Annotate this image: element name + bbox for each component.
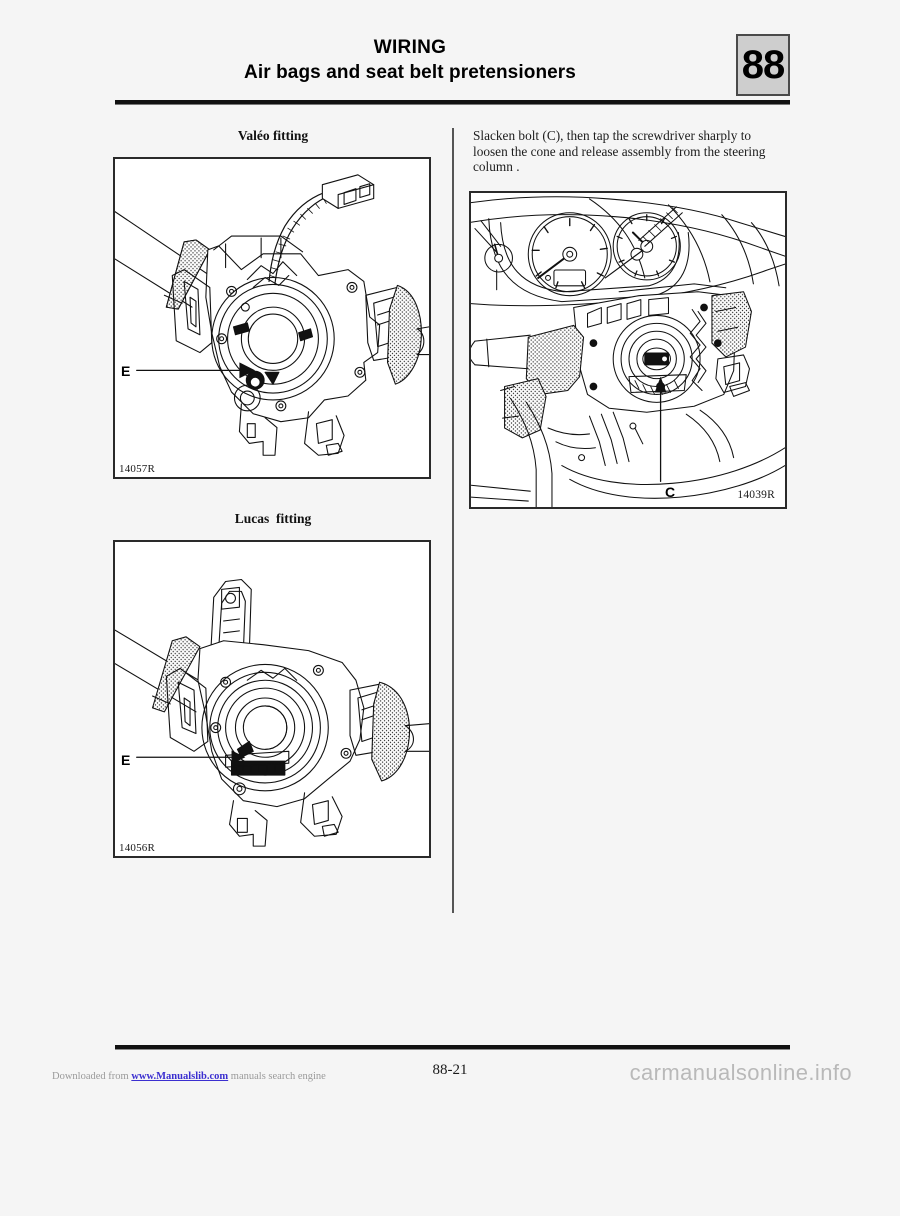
lucas-fitting-illustration — [115, 578, 429, 847]
footer-divider-rule — [115, 1045, 790, 1050]
figure-callout-e-lucas: E — [121, 752, 131, 768]
instruction-paragraph: Slacken bolt (C), then tap the screwdriv… — [473, 128, 766, 175]
figure-reference-valeo: 14057R — [119, 463, 156, 475]
download-attribution: Downloaded from www.Manualslib.com manua… — [52, 1071, 326, 1082]
page-header: WIRING Air bags and seat belt pretension… — [115, 34, 790, 104]
column-divider — [452, 128, 454, 913]
page-subtitle: Air bags and seat belt pretensioners — [244, 62, 576, 83]
page-title: WIRING — [373, 37, 447, 58]
site-watermark: carmanualsonline.info — [629, 1060, 852, 1085]
figure-caption-valeo: Valéo fitting — [237, 128, 309, 143]
figure-reference-column: 14039R — [737, 488, 775, 501]
right-column: Slacken bolt (C), then tap the screwdriv… — [469, 128, 789, 509]
figure-steering-column-photo: C 14039R — [469, 190, 787, 509]
figure-callout-e-valeo: E — [121, 363, 131, 379]
left-column: Valéo fitting — [113, 128, 433, 858]
download-suffix-label: manuals search engine — [228, 1071, 326, 1082]
figure-caption-lucas: Lucas fitting — [234, 511, 312, 526]
figure-reference-lucas: 14056R — [119, 842, 156, 854]
manualslib-link[interactable]: www.Manualslib.com — [131, 1071, 229, 1082]
steering-column-illustration — [471, 196, 785, 507]
download-prefix-label: Downloaded from — [52, 1071, 132, 1082]
chapter-number-label: 88 — [741, 43, 785, 87]
figure-valeo-fitting: E 14057R — [113, 157, 431, 479]
valeo-fitting-illustration — [115, 174, 429, 456]
figure-lucas-fitting: E 14056R — [113, 540, 431, 858]
figure-callout-c: C — [665, 483, 676, 500]
chapter-number-badge: 88 — [736, 34, 790, 96]
header-title-block: WIRING Air bags and seat belt pretension… — [115, 36, 705, 86]
page-number: 88-21 — [432, 1062, 468, 1078]
header-divider-rule — [115, 100, 790, 105]
